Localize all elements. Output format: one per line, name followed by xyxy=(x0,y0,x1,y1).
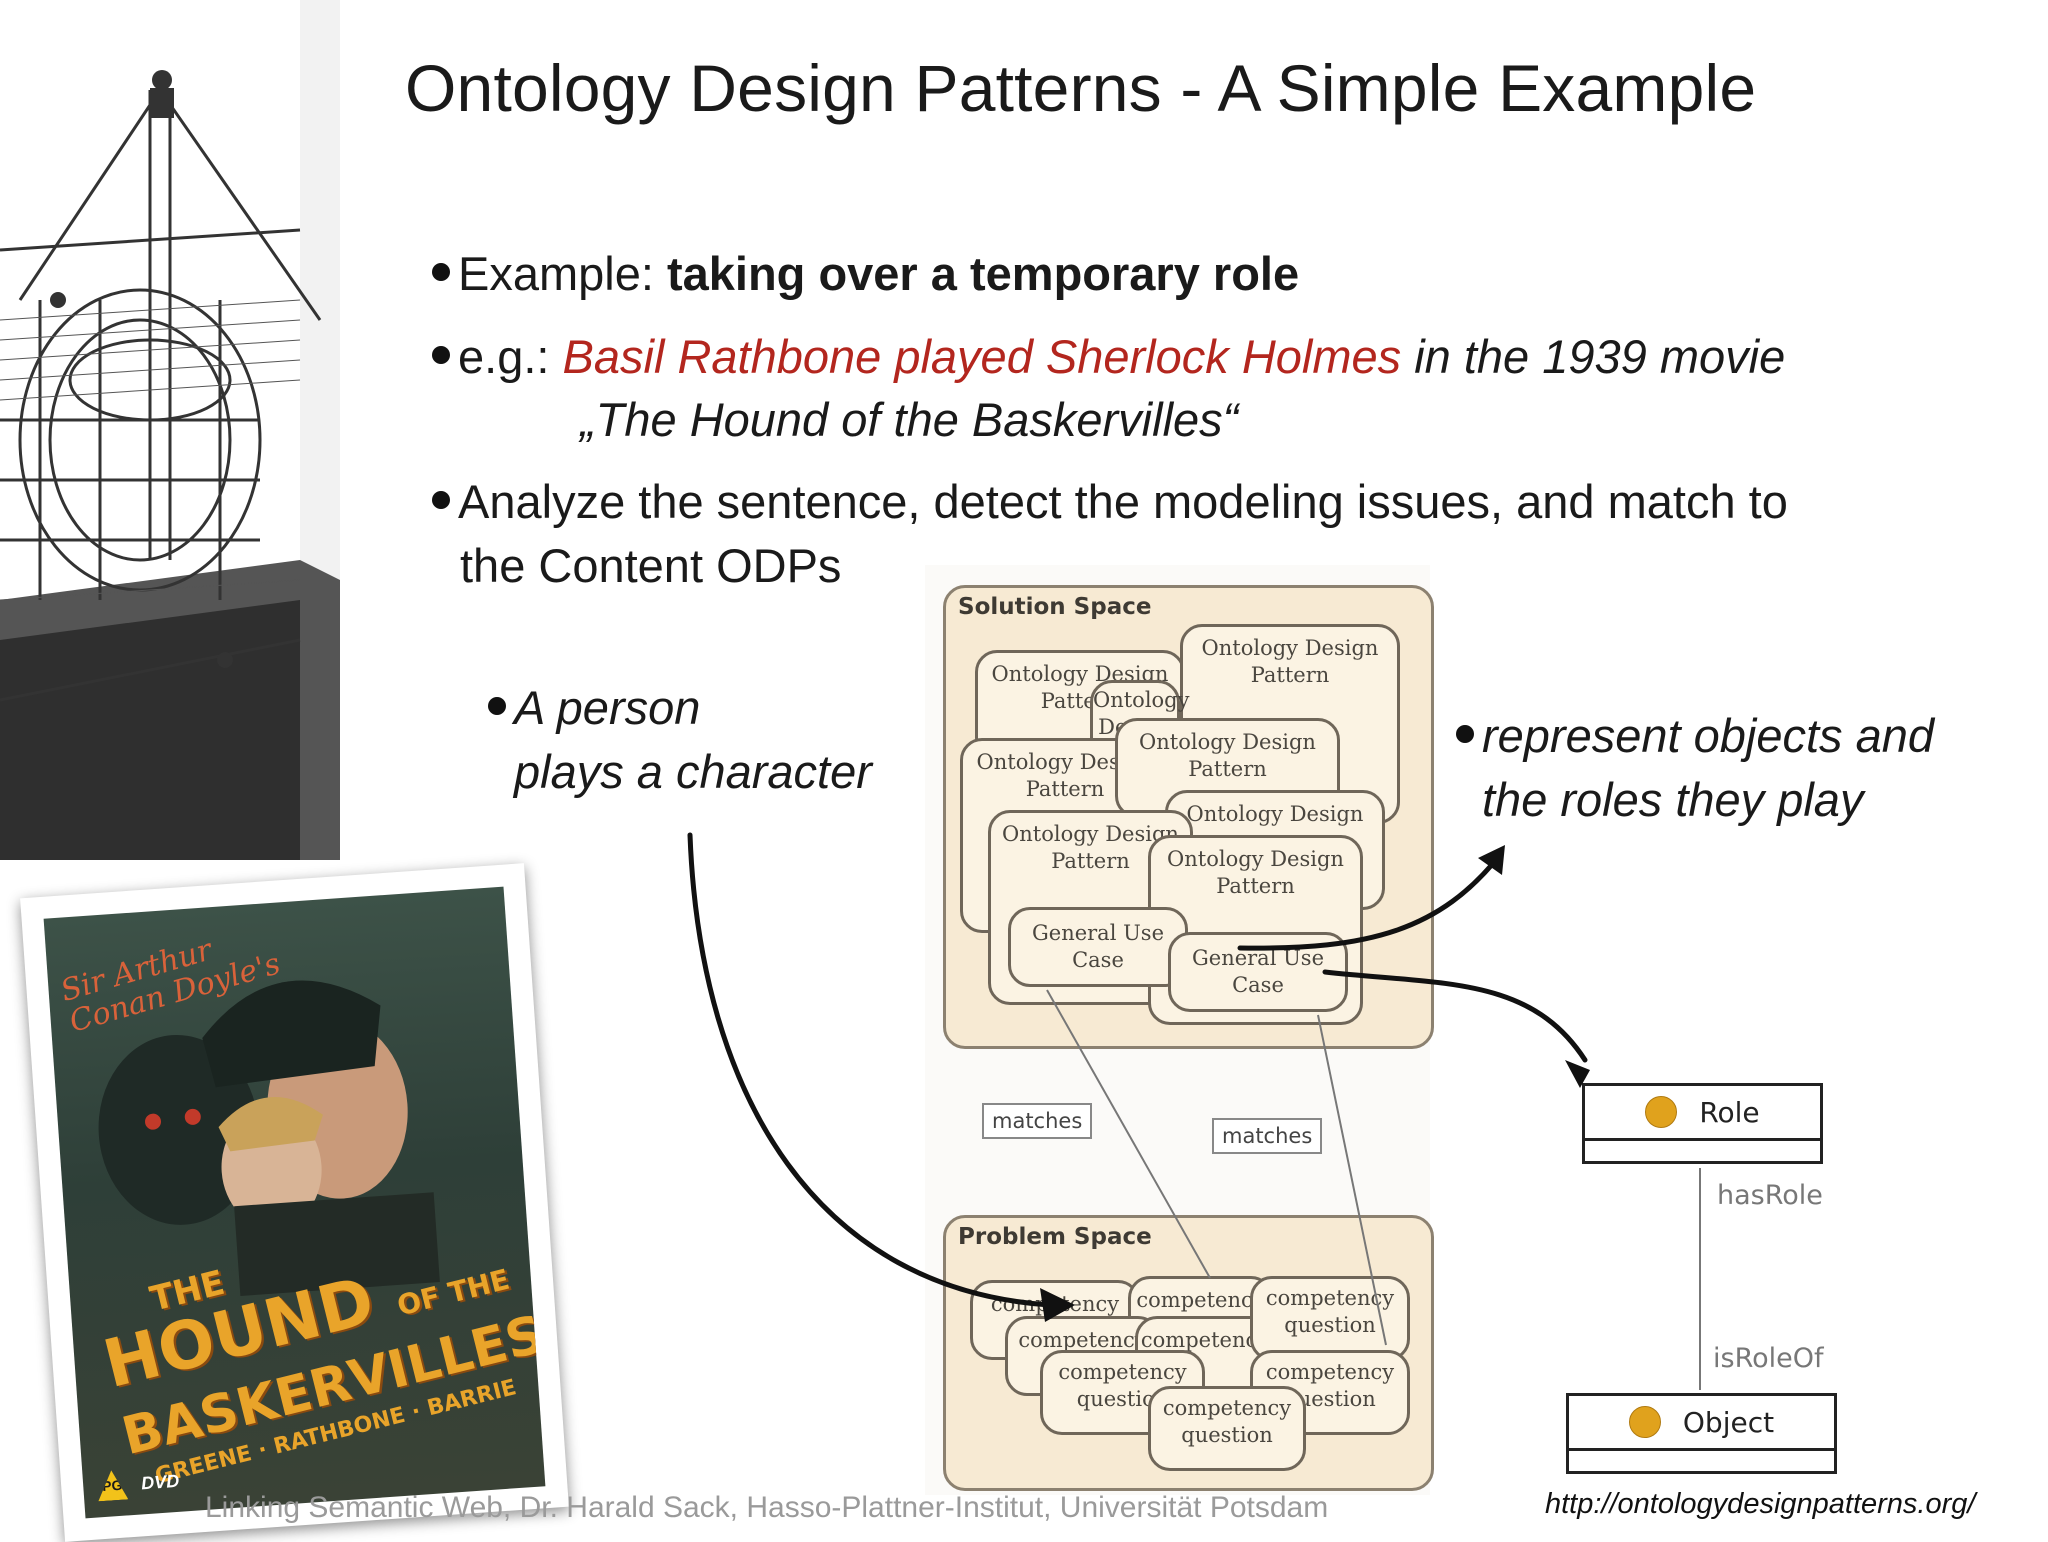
matches-label: matches xyxy=(982,1103,1093,1139)
engraving-illustration xyxy=(0,0,340,860)
bullet-example: Example: taking over a temporary role xyxy=(432,242,1299,306)
movie-poster: Sir Arthur Conan Doyle's THE HOUND OF TH… xyxy=(20,863,569,1542)
is-role-of-label: isRoleOf xyxy=(1713,1343,1824,1374)
poster-artwork: Sir Arthur Conan Doyle's THE HOUND OF TH… xyxy=(43,886,546,1519)
bullet-dot xyxy=(432,490,450,509)
uml-object-class: Object xyxy=(1566,1393,1837,1474)
annotation-roles: represent objects and the roles they pla… xyxy=(1456,704,1934,832)
bullet-dot xyxy=(1456,724,1474,743)
bullet-eg: e.g.: Basil Rathbone played Sherlock Hol… xyxy=(432,325,1785,389)
slide-footer: Linking Semantic Web, Dr. Harald Sack, H… xyxy=(205,1491,1329,1524)
bullet-dot xyxy=(432,262,450,281)
source-url[interactable]: http://ontologydesignpatterns.org/ xyxy=(1545,1488,1976,1520)
solution-space-title: Solution Space xyxy=(958,594,1152,620)
class-icon xyxy=(1645,1096,1678,1128)
bullet-analyze: Analyze the sentence, detect the modelin… xyxy=(432,470,1788,534)
poster-dvd-logo: DVD xyxy=(140,1470,180,1494)
problem-space-title: Problem Space xyxy=(958,1224,1152,1250)
slide-title: Ontology Design Patterns - A Simple Exam… xyxy=(405,51,1757,125)
uml-role-class: Role xyxy=(1582,1083,1823,1164)
annotation-person: A person plays a character xyxy=(488,676,872,804)
bullet-eg-line2: „The Hound of the Baskervilles“ xyxy=(580,393,1239,446)
bullet-analyze-line2: the Content ODPs xyxy=(460,539,842,592)
has-role-label: hasRole xyxy=(1717,1180,1823,1211)
bullet-dot xyxy=(488,696,506,715)
poster-figures xyxy=(98,980,440,1297)
matches-label: matches xyxy=(1212,1118,1323,1154)
bullet-dot xyxy=(432,345,450,364)
class-icon xyxy=(1628,1406,1661,1438)
